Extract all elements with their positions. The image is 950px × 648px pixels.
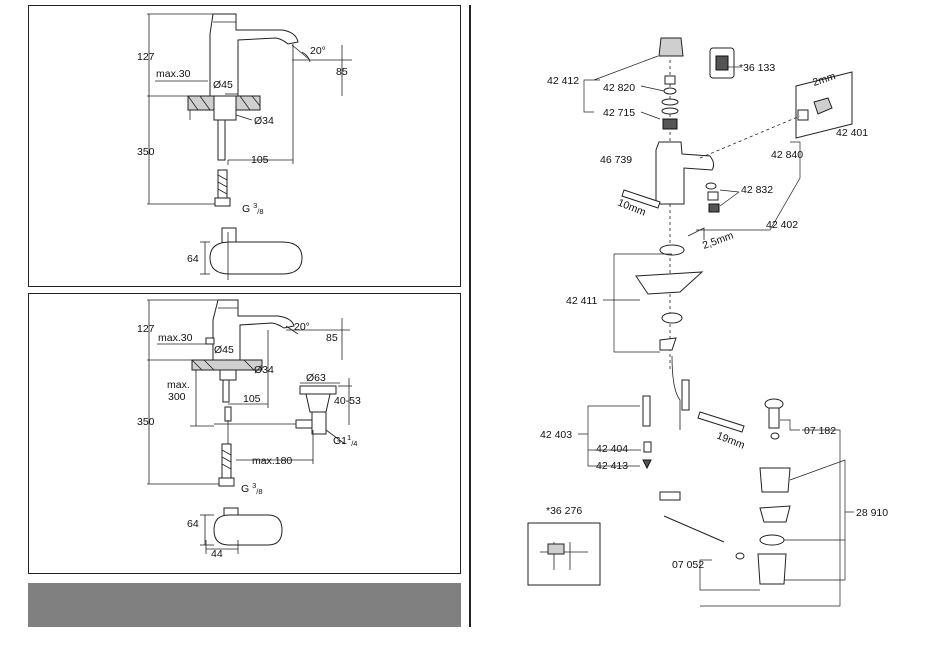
top-connection-nut: [215, 198, 230, 206]
top-faucet-drawing: 127 max.30 Ø45 20° 85 Ø34 350 105 G 3/8 …: [137, 14, 352, 280]
top-handle-lever: [210, 242, 302, 274]
bottom-handle-lever: [214, 515, 282, 545]
part-aerator-3: [709, 204, 719, 212]
part-36133-tool: [716, 56, 728, 70]
bottom-dim-127: 127: [137, 323, 155, 335]
part-waste-nut: [771, 433, 779, 439]
bottom-waste-flange: [300, 386, 336, 394]
top-dim-base-diameter: Ø45: [213, 79, 233, 91]
part-waste-stem: [769, 408, 779, 428]
label-2-5mm: 2,5mm: [701, 229, 735, 251]
exploded-parts-view: 42 412 *36 133 42 820 42 715 2mm 42 401 …: [528, 38, 888, 606]
part-popup-clip: [660, 492, 680, 500]
part-aerator-2: [708, 192, 718, 200]
part-hose-1: [643, 396, 650, 426]
part-42840: [798, 110, 808, 120]
label-42832: 42 832: [741, 184, 773, 196]
top-dim-angle: 20°: [310, 45, 326, 57]
bottom-supply-hose: [223, 380, 229, 402]
label-42402: 42 402: [766, 219, 798, 231]
part-mount-bracket: [660, 338, 676, 350]
bottom-dim-angle: 20°: [294, 321, 310, 333]
bottom-dim-waste-diameter: Ø63: [306, 372, 326, 384]
bottom-dim-waste-thread: G11/4: [333, 433, 357, 448]
bottom-dim-hole-diameter: Ø34: [254, 364, 274, 376]
bottom-popup-lever: [206, 338, 214, 344]
bottom-dim-max180: max.180: [252, 455, 292, 467]
part-waste-body: [760, 468, 790, 492]
top-dim-max30: max.30: [156, 68, 191, 80]
label-19mm: 19mm: [715, 430, 747, 452]
bottom-dim-waste-range: 40-53: [334, 395, 361, 407]
label-46739: 46 739: [600, 154, 632, 166]
bottom-connection-nut: [219, 478, 234, 486]
top-dim-connection: G 3/8: [242, 201, 264, 216]
part-waste-ring: [760, 535, 784, 545]
label-36276: *36 276: [546, 505, 582, 517]
top-dim-85: 85: [336, 66, 348, 78]
bottom-dim-44: 44: [211, 548, 223, 560]
bottom-dim-105: 105: [243, 393, 261, 405]
part-36276-clip: [548, 544, 564, 554]
part-washer: [664, 88, 676, 94]
top-dim-hole-diameter: Ø34: [254, 115, 274, 127]
part-aerator-1: [706, 183, 716, 189]
top-dim-350: 350: [137, 146, 155, 158]
label-42403: 42 403: [540, 429, 572, 441]
part-mounting-plate: [636, 272, 702, 294]
part-hose-2: [682, 380, 689, 410]
part-popup-nut: [736, 553, 744, 559]
bottom-dim-300: 300: [168, 391, 186, 403]
part-19mm-wrench: [698, 412, 744, 432]
bottom-dim-350: 350: [137, 416, 155, 428]
bottom-faucet-drawing: 127 max.30 Ø45 20° 85 Ø34 max. 300 350 1…: [137, 300, 361, 560]
label-42411: 42 411: [566, 295, 597, 307]
part-cartridge-cap: [659, 38, 683, 56]
top-dim-64: 64: [187, 253, 199, 265]
bottom-mounting-stud: [220, 370, 236, 380]
label-42840: 42 840: [771, 149, 803, 161]
part-popup-rod: [664, 516, 724, 542]
label-42715: 42 715: [603, 107, 635, 119]
bottom-dim-max-label: max.: [167, 379, 190, 391]
bottom-dim-base-diameter: Ø45: [214, 344, 234, 356]
part-mount-o-ring: [660, 245, 684, 255]
label-07182: 07 182: [804, 425, 836, 437]
part-o-ring-2: [662, 108, 678, 114]
bottom-dim-max30: max.30: [158, 332, 193, 344]
part-spring: [665, 76, 675, 84]
label-42404: 42 404: [596, 443, 628, 455]
bottom-waste-body: [306, 394, 330, 412]
bottom-waste-pivot: [296, 420, 312, 428]
part-faucet-body: [656, 142, 714, 204]
label-42412: 42 412: [547, 75, 579, 87]
top-dim-127: 127: [137, 51, 155, 63]
bottom-dim-connection: G 3/8: [241, 481, 263, 496]
label-42413: 42 413: [596, 460, 628, 472]
top-supply-hose: [218, 120, 225, 160]
label-28910: 28 910: [856, 507, 888, 519]
part-mount-washer: [662, 313, 682, 323]
top-mounting-stud: [214, 96, 236, 120]
part-waste-tailpiece: [758, 554, 786, 584]
bottom-waste-tail: [312, 412, 326, 434]
bottom-dim-64: 64: [187, 518, 199, 530]
part-cartridge: [663, 119, 677, 129]
bottom-dim-85: 85: [326, 332, 338, 344]
label-42401: 42 401: [836, 127, 868, 139]
part-o-ring-1: [662, 99, 678, 105]
part-waste-seal: [760, 506, 790, 522]
part-42404: [644, 442, 651, 452]
top-dim-105: 105: [251, 154, 269, 166]
bottom-rod: [225, 407, 231, 421]
label-42820: 42 820: [603, 82, 635, 94]
label-07052: 07 052: [672, 559, 704, 571]
top-connector-hose: [218, 170, 227, 198]
label-36133: *36 133: [739, 62, 775, 74]
part-rod: [672, 356, 680, 430]
part-42413: [643, 460, 651, 468]
bottom-deck: [192, 360, 262, 370]
